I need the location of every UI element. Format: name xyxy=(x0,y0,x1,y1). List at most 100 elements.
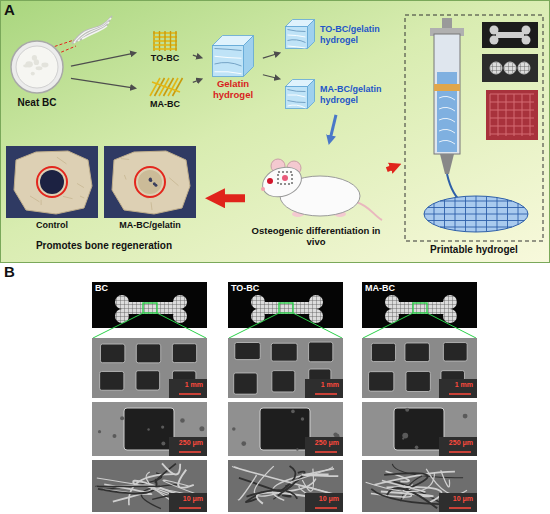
printed-bone-photo xyxy=(173,295,187,309)
to-bc-mesh xyxy=(175,31,176,51)
printed-bone-photo xyxy=(143,303,157,313)
micro-ct-image xyxy=(149,178,152,181)
connector xyxy=(71,78,133,87)
printed-lattice xyxy=(424,214,528,215)
sem-image xyxy=(92,402,207,456)
cube-drawing xyxy=(244,36,254,77)
zoom-line xyxy=(93,313,143,338)
sem-image xyxy=(394,408,444,450)
scale-bar xyxy=(449,393,471,395)
cube-drawing xyxy=(288,90,306,92)
scale-bar xyxy=(315,393,337,395)
printed-gel-photo xyxy=(486,90,538,140)
sem-image xyxy=(362,338,477,398)
micro-ct-image xyxy=(14,151,92,214)
printed-disc-photo xyxy=(518,62,530,74)
cube-drawing xyxy=(213,36,254,77)
sem-image xyxy=(305,493,343,512)
micro-ct-image xyxy=(40,170,64,194)
sem-image xyxy=(382,480,425,491)
scale-label: 250 μm xyxy=(449,439,473,447)
film-mottle xyxy=(25,61,33,67)
connector xyxy=(193,55,199,57)
petri-dish xyxy=(11,41,63,93)
connector xyxy=(217,194,245,202)
dashed-frame xyxy=(405,15,543,241)
film-mottle xyxy=(36,66,43,70)
syringe xyxy=(439,107,455,111)
printed-lattice xyxy=(424,174,528,232)
sem-image xyxy=(228,338,343,398)
scale-label: 250 μm xyxy=(315,439,339,447)
node-label: Control xyxy=(6,218,98,230)
sem-image xyxy=(291,467,333,482)
printer-panel: Printable hydrogel xyxy=(404,14,544,256)
sem-image xyxy=(439,493,477,512)
mouse-drawing xyxy=(258,159,382,220)
printed-disc-photo xyxy=(490,62,502,74)
printed-bone-photo xyxy=(362,282,477,328)
panel-letter: A xyxy=(4,2,15,19)
sem-image xyxy=(441,470,450,487)
sem-image xyxy=(309,342,333,362)
sem-image xyxy=(405,408,409,412)
micro-ct-image xyxy=(169,178,178,186)
scale-bar xyxy=(315,451,337,453)
printed-bone-photo xyxy=(522,36,531,45)
node-label: MA-BC/gelatin hydrogel xyxy=(320,83,398,105)
printed-disc-photo xyxy=(482,54,538,82)
syringe xyxy=(434,84,460,91)
micro-ct-image xyxy=(149,178,152,181)
cube-drawing xyxy=(286,80,315,109)
to-bc-mesh xyxy=(153,48,177,50)
sem-image xyxy=(161,426,164,429)
node-label: Neat BC xyxy=(6,96,68,109)
panel-letter: B xyxy=(4,264,15,281)
printed-bone-photo xyxy=(228,282,343,328)
micro-ct-image xyxy=(112,151,190,214)
mouse-drawing xyxy=(258,162,305,202)
printed-bone-photo xyxy=(115,295,129,309)
micro-ct-image xyxy=(138,170,162,194)
node-label: TO-BC/gelatin hydrogel xyxy=(320,23,398,45)
syringe xyxy=(439,129,455,133)
panel-b-images xyxy=(92,282,477,512)
node-label: MA-BC xyxy=(140,98,190,109)
to-bc-mesh xyxy=(164,31,165,51)
sem-image xyxy=(402,433,408,439)
scale-bar xyxy=(179,393,201,395)
printed-bone-photo xyxy=(92,282,207,328)
micro-ct-image xyxy=(6,146,98,218)
printed-bone-photo xyxy=(309,295,323,309)
printed-gel-photo xyxy=(490,94,491,136)
syringe xyxy=(430,18,464,174)
printed-bone-photo xyxy=(362,282,477,328)
cube-art xyxy=(206,34,260,78)
cube-drawing xyxy=(215,49,242,51)
sem-image xyxy=(305,437,343,456)
sem-image xyxy=(147,428,149,430)
printed-gel-photo xyxy=(490,126,534,127)
micro-ct-image xyxy=(6,146,98,218)
cube-drawing xyxy=(213,46,244,77)
sem-image xyxy=(362,460,477,512)
cube-drawing xyxy=(215,72,242,74)
ma-bc-strands xyxy=(173,78,183,96)
sem-image xyxy=(234,373,258,394)
mouse-drawing xyxy=(261,187,265,191)
sem-image xyxy=(406,371,430,391)
skull-art xyxy=(6,146,98,218)
syringe xyxy=(439,140,455,144)
image-label: BC xyxy=(95,284,108,294)
printed-gel-photo xyxy=(490,134,534,135)
sem-image xyxy=(124,408,174,450)
cube-drawing xyxy=(288,35,306,37)
sem-image xyxy=(333,432,337,436)
scale-label: 10 μm xyxy=(183,495,203,503)
mesh-art xyxy=(140,30,190,52)
sem-image xyxy=(162,463,180,474)
scale-label: 10 μm xyxy=(319,495,339,503)
cube-drawing xyxy=(286,87,308,109)
